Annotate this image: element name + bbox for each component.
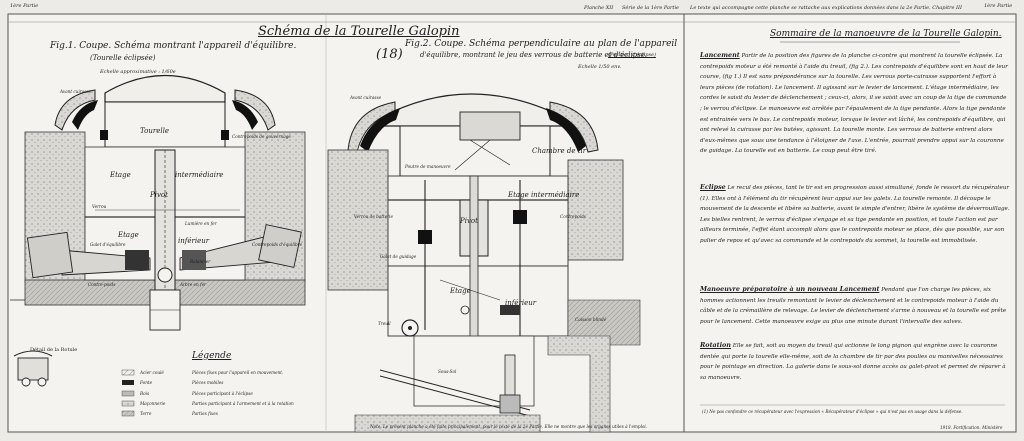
fig1-label: Etage — [118, 231, 139, 239]
fig2-subtitle: d'équilibre, montrant le jeu des verrous… — [420, 51, 648, 59]
fig2-label: inférieur — [505, 299, 537, 307]
fig2-label: Galet de guidage — [380, 254, 417, 259]
summary-section-lancement: Lancement Partir de la position des figu… — [700, 50, 1010, 168]
legend-item-text: Pièces fixes pour l'appareil en mouvemen… — [192, 370, 284, 375]
fig2-label: Etage — [450, 287, 471, 295]
fig1-label: Verrou — [92, 204, 107, 209]
fig2-title: Fig.2. Coupe. Schéma perpendiculaire au … — [405, 39, 678, 49]
fig1-label: Balancier — [190, 259, 211, 264]
fig2-scale: Echelle 1/50 env. — [578, 64, 622, 70]
summary-signature: 1918. Fortification. Ministère — [940, 425, 1003, 430]
legend-item-text: Parties participant à l'armement et à la… — [192, 401, 294, 406]
detail-rotule-drawing — [13, 350, 53, 387]
fig1-label: Avant cuirasse — [60, 89, 92, 94]
plate-code: (18) — [376, 47, 403, 62]
summary-footnote: (1) Ne pas confondre ce récupérateur ave… — [702, 409, 963, 414]
detail-title: Détail de la Rotule — [30, 347, 78, 353]
main-title: Schéma de la Tourelle Galopin — [258, 24, 460, 39]
legend-item-label: Terre — [140, 411, 152, 416]
fig1-title: Fig.1. Coupe. Schéma montrant l'appareil… — [50, 41, 297, 51]
legend-item-label: Bois — [140, 391, 150, 396]
fig1-label: Contrepoids d'équilibre — [252, 242, 303, 247]
summary-heading: Manoeuvre préparatoire à un nouveau Lanc… — [700, 285, 880, 293]
legend-title: Légende — [192, 351, 232, 361]
fig1-label: Galet d'équilibre — [90, 242, 126, 247]
summary-text: Pendant que l'on charge les pièces, six … — [700, 287, 1007, 325]
legend-swatches — [121, 369, 135, 417]
fig2-label: Sous-Sol — [438, 369, 457, 374]
part-left-label: 1ère Partie — [10, 3, 39, 9]
fig1-label: Contre-poids — [88, 282, 116, 287]
fig1-label: Pivot — [150, 191, 168, 199]
fig1-label: intermédiaire — [175, 171, 224, 179]
summary-text: Le recul des pièces, tant le tir est en … — [700, 185, 1010, 244]
fig1-label: Lumière en fer — [185, 221, 217, 226]
plate-number: Planche XII — [584, 5, 614, 11]
fig1-label: Tourelle — [140, 127, 169, 135]
fig2-label: Contrepoids — [560, 214, 586, 219]
fig1-label: inférieur — [178, 237, 210, 245]
fig1-subtitle: (Tourelle éclipsée) — [90, 54, 156, 62]
fig2-label: Treuil — [378, 321, 391, 326]
legend-item-text: Pièces participant à l'éclipse — [192, 391, 253, 396]
fig2-drawing — [327, 93, 641, 433]
summary-heading: Lancement — [700, 51, 740, 59]
summary-section-preparatoire: Manoeuvre préparatoire à un nouveau Lanc… — [700, 284, 1010, 338]
fig2-bottom-note: Note. Le présent planche a été faite pri… — [370, 424, 648, 429]
fig2-label: Pivot — [460, 217, 478, 225]
fig1-label: Etage — [110, 171, 131, 179]
summary-text: Elle se fait, soit au moyen du treuil qu… — [700, 343, 1006, 381]
fig2-label: Avant cuirasse — [350, 95, 382, 100]
fig2-label: Caisson blindé — [575, 317, 607, 322]
summary-text: Partir de la position des figures de la … — [700, 53, 1008, 155]
summary-section-rotation: Rotation Elle se fait, soit au moyen du … — [700, 340, 1010, 394]
summary-heading: Rotation — [700, 341, 731, 349]
fig1-drawing — [10, 74, 306, 331]
legend-item-label: Maçonnerie — [140, 401, 166, 406]
legend-item-text: Parties fixes — [192, 411, 218, 416]
fig2-label: Poutre de manoeuvre — [405, 164, 451, 169]
fig2-label: Chambre de tir — [532, 147, 587, 155]
fig1-label: Arbre en fer — [180, 282, 207, 287]
legend-item-label: Acier coulé — [140, 370, 164, 375]
legend-item-text: Pièces mobiles — [192, 380, 224, 385]
summary-title: Sommaire de la manoeuvre de la Tourelle … — [770, 29, 1002, 39]
fig2-label: Etage intermédiaire — [508, 191, 580, 199]
fig2-note: (Position d'éclipse) — [608, 52, 656, 58]
plate-series: Série de la 1ère Partie — [622, 5, 679, 11]
fig1-scale: Echelle approximative : 1/60e — [100, 69, 176, 75]
summary-heading: Eclipse — [700, 183, 726, 191]
top-note: Le texte qui accompagne cette planche se… — [690, 5, 962, 11]
fig2-label: Verrou de batterie — [354, 214, 393, 219]
summary-section-eclipse: Eclipse Le recul des pièces, tant le tir… — [700, 182, 1010, 274]
part-right-label: 1ère Partie — [984, 3, 1013, 9]
legend-item-label: Fonte — [140, 380, 153, 385]
fig1-label: Contrepoids de gouvernage — [232, 134, 291, 139]
